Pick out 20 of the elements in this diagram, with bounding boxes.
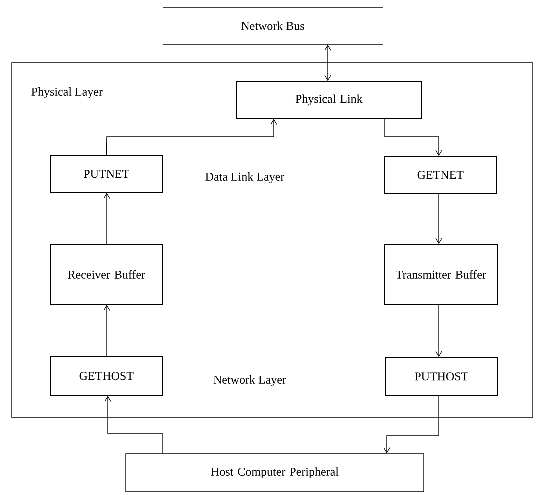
layer-label: Data Link Layer bbox=[206, 172, 285, 184]
arrow bbox=[106, 119, 278, 156]
process-box: PUTNET bbox=[50, 155, 163, 193]
process-box: GETNET bbox=[384, 156, 498, 194]
arrow bbox=[384, 118, 442, 156]
arrow bbox=[104, 193, 110, 245]
arrow bbox=[436, 194, 442, 244]
arrow bbox=[384, 396, 440, 454]
process-box: PUTHOST bbox=[385, 357, 498, 396]
arrow bbox=[104, 396, 164, 454]
process-box: Physical Link bbox=[236, 81, 422, 119]
bus-band: Network Bus bbox=[162, 7, 384, 45]
arrow bbox=[104, 305, 110, 357]
arrow bbox=[436, 304, 442, 358]
process-box: Transmitter Buffer bbox=[384, 244, 498, 305]
layer-label: Network Layer bbox=[214, 376, 286, 386]
arrow bbox=[324, 44, 332, 82]
process-box: Host Computer Peripheral bbox=[126, 454, 424, 492]
process-box: Receiver Buffer bbox=[50, 244, 163, 305]
process-box: GETHOST bbox=[50, 356, 163, 396]
